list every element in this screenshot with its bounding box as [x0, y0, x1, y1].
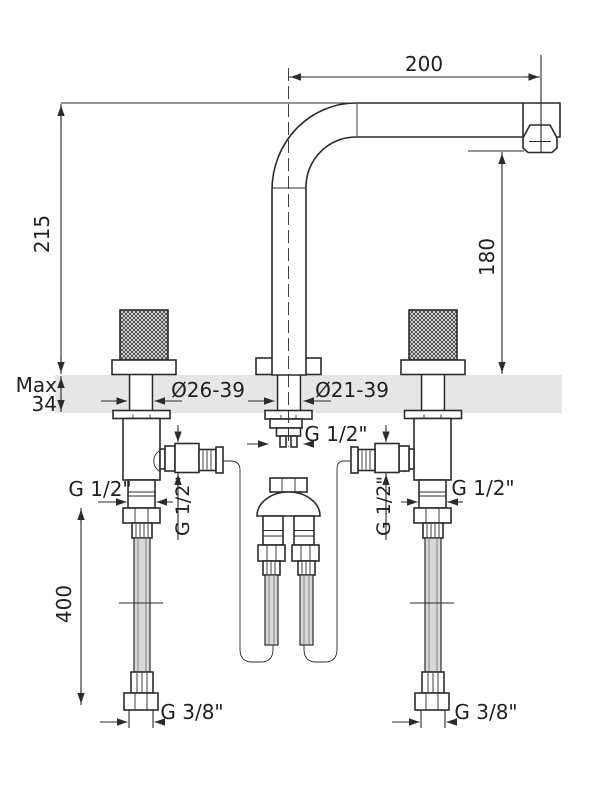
right-outlet-nut [374, 442, 400, 474]
dimension-labels: 200 215 180 Max 34 Ø26-39 Ø21-39 G 1/2" … [16, 52, 518, 724]
right-handle-base [400, 359, 466, 376]
dim-outlet-height-label: 180 [475, 238, 499, 276]
manifold-left-nut [257, 544, 286, 562]
right-valve-flange [403, 409, 463, 420]
hose-loops [223, 460, 350, 663]
left-valve-flange [112, 409, 171, 420]
right-valve-shank [418, 479, 447, 509]
dim-left-thread-v-label: G 1/2" [172, 476, 194, 536]
left-valve-body [122, 417, 161, 481]
manifold-right-nut [291, 544, 320, 562]
dim-left-thread-h-label: G 1/2" [68, 477, 131, 501]
dim-deck-max-label: Max [16, 373, 58, 397]
left-hose-loop [223, 460, 274, 663]
left-handle-base [111, 359, 177, 376]
dimension-lines [57, 55, 542, 728]
manifold-dome [256, 491, 321, 517]
countertop-deck [55, 374, 562, 414]
right-valve-assembly [350, 309, 466, 711]
dim-spout-thread-label: G 1/2" [304, 422, 367, 446]
spout-thread-connector [269, 418, 303, 429]
dim-left-hose-thread-label: G 3/8" [160, 700, 223, 724]
right-hose-loop [303, 460, 350, 663]
left-handle-knurled [119, 309, 169, 361]
left-hose-nut [122, 507, 161, 524]
manifold-right-hose [299, 574, 314, 646]
dim-hose-length-label: 400 [52, 585, 76, 623]
right-hose-end-nut [414, 692, 450, 711]
left-outlet-nut [174, 442, 200, 474]
manifold-left-hose [264, 574, 279, 646]
right-flex-hose [424, 537, 442, 673]
dim-right-hose-thread-label: G 3/8" [454, 700, 517, 724]
dim-right-thread-v-label: G 1/2" [373, 476, 395, 536]
dim-deck-max-value: 34 [32, 392, 57, 416]
dim-total-height-label: 215 [30, 215, 54, 253]
dim-handle-hole-label: Ø26-39 [171, 378, 245, 402]
manifold-hex [269, 477, 308, 493]
right-hose-nut [413, 507, 452, 524]
dim-right-thread-h-label: G 1/2" [451, 476, 514, 500]
spout-aerator [522, 124, 558, 154]
dim-spout-reach-label: 200 [405, 52, 443, 76]
left-valve-assembly [111, 309, 224, 711]
dim-spout-hole-label: Ø21-39 [315, 378, 389, 402]
right-valve-body [413, 417, 452, 481]
deck-hole-center [276, 374, 302, 414]
right-handle-knurled [408, 309, 458, 361]
left-valve-shank [127, 479, 156, 509]
left-hose-end-nut [123, 692, 159, 711]
deck-hole-right [420, 374, 446, 414]
left-flex-hose [133, 537, 151, 673]
mixing-manifold [256, 477, 321, 646]
deck-hole-left [128, 374, 154, 414]
